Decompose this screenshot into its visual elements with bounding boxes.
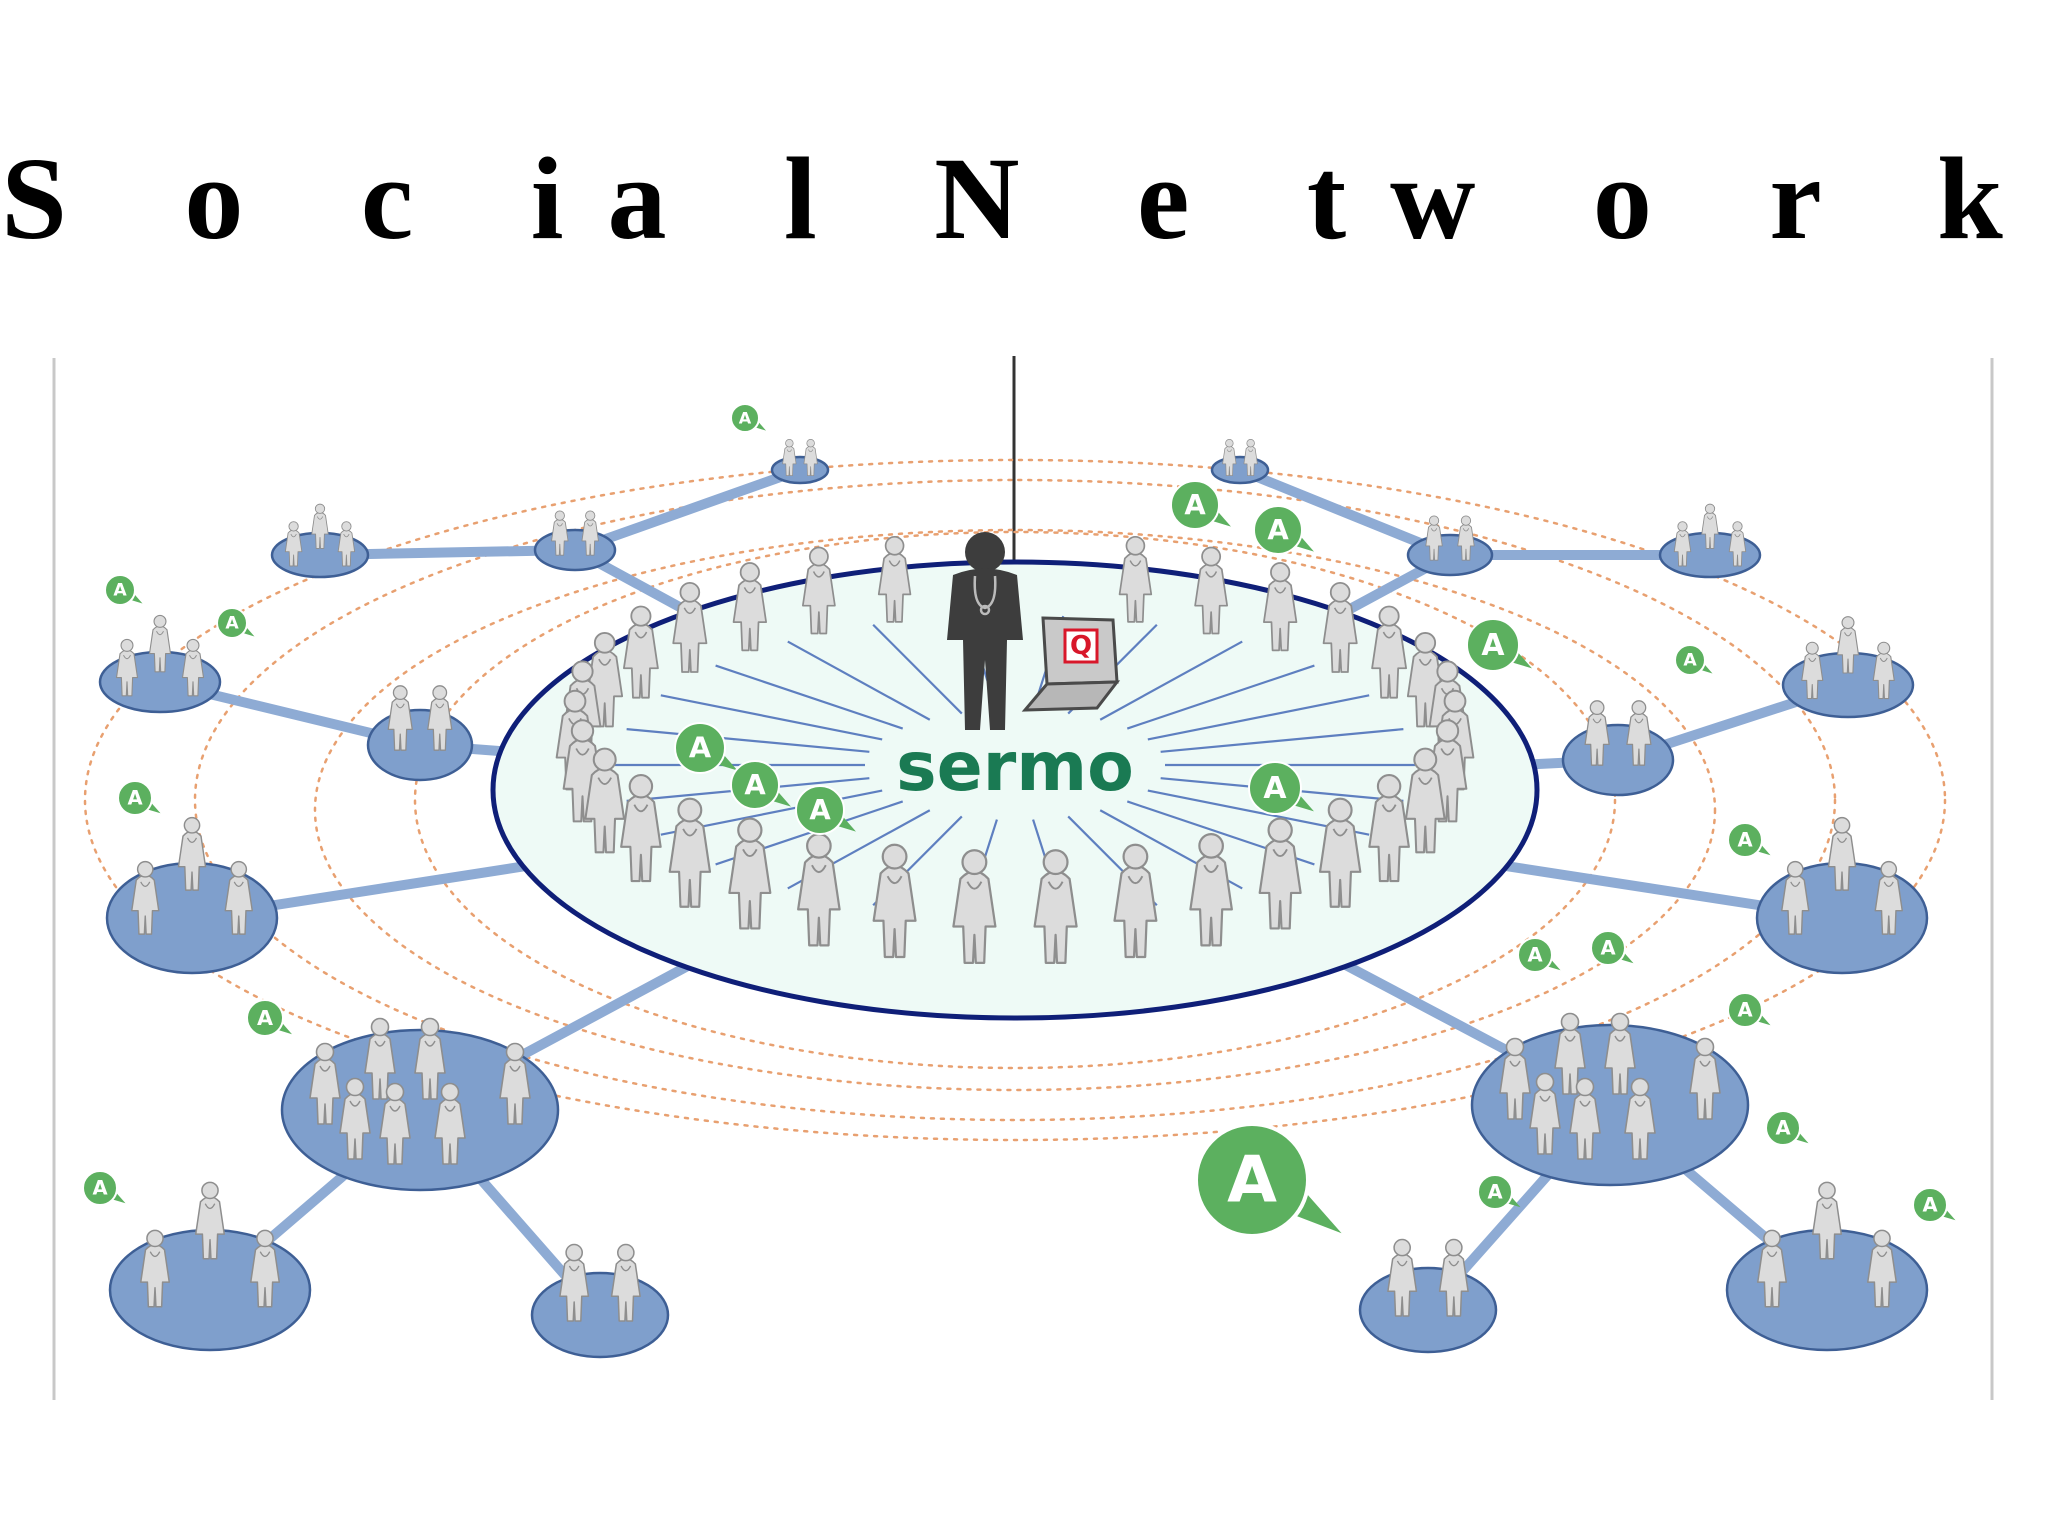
answer-label: A bbox=[809, 793, 831, 826]
answer-label: A bbox=[1683, 651, 1697, 671]
orbit-rings bbox=[83, 458, 1947, 1142]
group-platform bbox=[770, 455, 830, 485]
answer-label: A bbox=[127, 786, 143, 809]
answer-bubble-icon: A bbox=[104, 574, 143, 606]
orbit-ring bbox=[83, 458, 1947, 1142]
answer-label: A bbox=[92, 1176, 108, 1199]
central-doctor-icon bbox=[947, 532, 1023, 730]
answer-label: A bbox=[1527, 943, 1543, 966]
answer-bubble-icon: A bbox=[1170, 480, 1231, 530]
peer-group bbox=[366, 685, 474, 782]
answer-bubble-icon: A bbox=[730, 403, 766, 433]
answer-bubble-icon: A bbox=[117, 780, 161, 816]
answer-label: A bbox=[1267, 513, 1289, 546]
answer-label: A bbox=[1227, 1142, 1277, 1217]
laptop-question-label: Q bbox=[1070, 631, 1092, 661]
group-platform bbox=[1358, 1266, 1498, 1354]
hub-spoke bbox=[787, 640, 931, 721]
answer-label: A bbox=[1737, 998, 1753, 1021]
answer-bubble-icon: A bbox=[1727, 992, 1771, 1028]
answer-bubble-icon: A bbox=[1727, 822, 1771, 858]
peer-group bbox=[1781, 616, 1915, 719]
group-platform bbox=[1561, 723, 1675, 797]
answer-label: A bbox=[744, 768, 766, 801]
orbit-ring bbox=[313, 528, 1717, 1092]
answer-label: A bbox=[1184, 488, 1206, 521]
connector-line bbox=[570, 465, 805, 555]
answer-bubble-icon: A bbox=[1590, 930, 1634, 966]
hub-spoke bbox=[715, 664, 904, 730]
answer-label: A bbox=[1775, 1116, 1791, 1139]
hub-spoke bbox=[1099, 640, 1243, 721]
answer-label: A bbox=[257, 1006, 273, 1030]
hub-spoke bbox=[1126, 664, 1315, 730]
answer-label: A bbox=[1481, 628, 1504, 663]
peer-group bbox=[1755, 816, 1929, 975]
answer-bubble-icon: A bbox=[1477, 1174, 1521, 1210]
peer-group bbox=[1725, 1181, 1929, 1352]
peer-group bbox=[770, 439, 830, 485]
hub-spoke bbox=[660, 694, 883, 741]
peer-group bbox=[108, 1181, 312, 1352]
peer-group bbox=[1470, 1012, 1750, 1187]
peer-group bbox=[1358, 1238, 1498, 1354]
peripheral-groups bbox=[98, 439, 1929, 1359]
answer-bubble-icon: A bbox=[1912, 1187, 1956, 1223]
sermo-brand-label: sermo bbox=[896, 728, 1134, 807]
slide-title: S o c ia l N e tw o r k bbox=[1, 133, 2047, 264]
peer-group bbox=[533, 510, 617, 572]
answer-label: A bbox=[1487, 1180, 1503, 1203]
answer-bubble-icon: A bbox=[1674, 644, 1713, 676]
connector-line bbox=[1235, 465, 1455, 560]
answer-label: A bbox=[113, 581, 127, 601]
peer-group bbox=[98, 614, 222, 714]
group-platform bbox=[530, 1271, 670, 1359]
answer-bubble-icon: A bbox=[730, 760, 791, 810]
answer-label: A bbox=[1737, 828, 1753, 851]
group-platform bbox=[366, 708, 474, 782]
answer-label: A bbox=[689, 731, 712, 765]
answer-bubble-icon: A bbox=[1466, 618, 1532, 672]
peer-group bbox=[530, 1243, 670, 1359]
hub-spoke bbox=[872, 623, 963, 715]
group-platform bbox=[1406, 533, 1494, 577]
group-platform bbox=[1210, 455, 1270, 485]
orbit-ring bbox=[193, 478, 1837, 1122]
answer-bubble-icon: A bbox=[1765, 1110, 1809, 1146]
laptop-icon: Q bbox=[1021, 616, 1121, 712]
answer-bubble-icon: A bbox=[674, 722, 738, 774]
answer-label: A bbox=[1600, 936, 1616, 959]
peer-group bbox=[280, 1017, 560, 1192]
answer-bubble-icon: A bbox=[795, 785, 856, 835]
answer-bubble-icon: A bbox=[1248, 761, 1314, 815]
answer-label: A bbox=[739, 408, 752, 427]
answer-bubble-icon: A bbox=[216, 607, 255, 639]
hub-spoke bbox=[1147, 694, 1370, 741]
orbit-ring bbox=[413, 530, 1617, 1070]
group-platform bbox=[533, 528, 617, 572]
peer-group bbox=[270, 503, 370, 579]
peer-group bbox=[105, 816, 279, 975]
answer-bubble-icon: A bbox=[1517, 937, 1561, 973]
answer-label: A bbox=[1922, 1193, 1938, 1216]
answer-bubble-icon: A bbox=[1194, 1122, 1342, 1238]
hub-spoke bbox=[626, 728, 870, 753]
peer-group bbox=[1406, 515, 1494, 577]
answer-bubble-icon: A bbox=[82, 1170, 126, 1206]
answer-bubble-icon: A bbox=[1253, 505, 1314, 555]
peer-group bbox=[1210, 439, 1270, 485]
peer-group bbox=[1561, 700, 1675, 797]
answer-bubble-icon: A bbox=[246, 999, 292, 1037]
answer-label: A bbox=[1263, 771, 1286, 806]
answer-label: A bbox=[225, 614, 239, 634]
peer-group bbox=[1658, 503, 1762, 579]
hub-spoke bbox=[1160, 728, 1404, 753]
